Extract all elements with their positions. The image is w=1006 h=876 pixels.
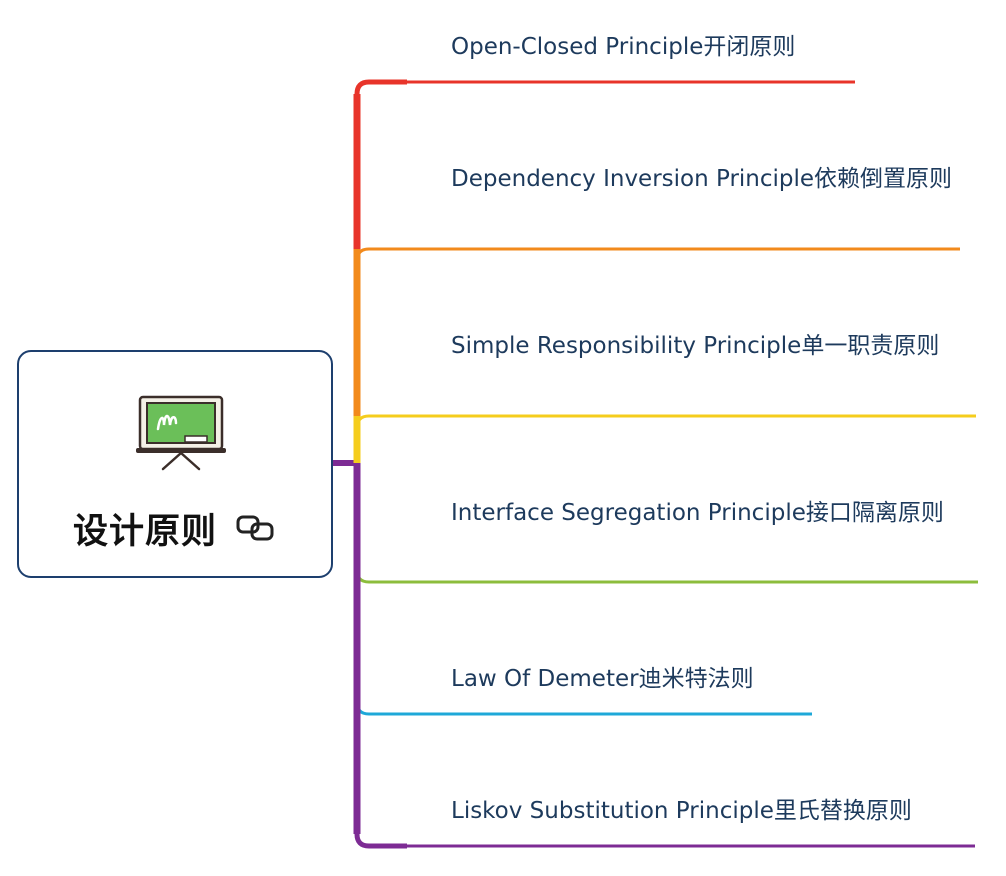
link-icon[interactable] xyxy=(235,513,277,543)
branch-line-open-closed xyxy=(355,80,855,463)
trunk-top-corner xyxy=(354,79,407,95)
branch-line-single-responsibility xyxy=(355,414,976,463)
root-title-row: 设计原则 xyxy=(19,502,331,554)
blackboard-icon xyxy=(136,395,226,471)
topic-dependency-inversion[interactable]: Dependency Inversion Principle依赖倒置原则 xyxy=(451,166,953,192)
topic-law-of-demeter[interactable]: Law Of Demeter迪米特法则 xyxy=(451,666,754,692)
topic-open-closed[interactable]: Open-Closed Principle开闭原则 xyxy=(451,34,796,60)
topic-single-responsibility[interactable]: Simple Responsibility Principle单一职责原则 xyxy=(451,333,940,359)
root-node[interactable]: 设计原则 xyxy=(17,350,333,578)
topic-interface-segregation[interactable]: Interface Segregation Principle接口隔离原则 xyxy=(451,500,944,526)
topic-liskov-substitution[interactable]: Liskov Substitution Principle里氏替换原则 xyxy=(451,798,912,824)
root-title: 设计原则 xyxy=(72,511,217,552)
trunk-bottom-corner xyxy=(354,833,407,849)
